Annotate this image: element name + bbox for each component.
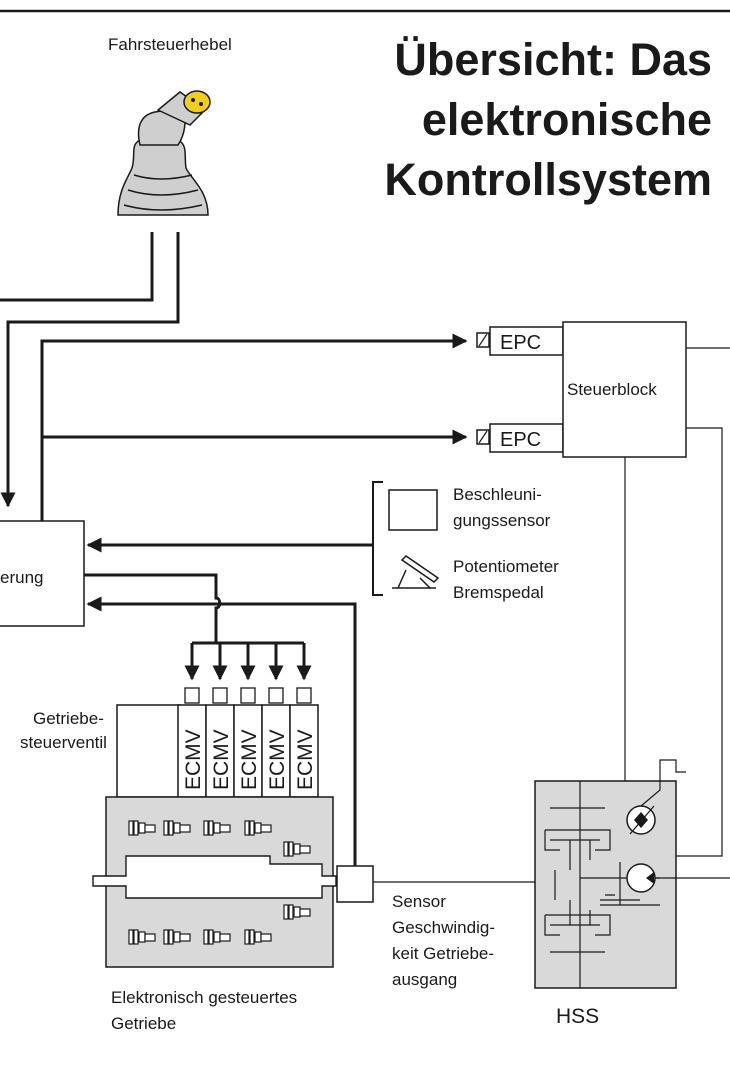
speed-sensor-label-3: keit Getriebe-: [392, 944, 494, 963]
ecmv-5: ECMV: [289, 687, 319, 798]
hss-label: HSS: [556, 1005, 599, 1028]
accel-sensor-label-2: gungssensor: [453, 511, 551, 530]
joystick-icon: [117, 90, 211, 216]
ecmv-4-label: ECMV: [266, 729, 289, 790]
joystick-cable-1: [0, 232, 154, 302]
ecmv-1: ECMV: [177, 687, 207, 798]
ecmv-4: ECMV: [261, 687, 291, 798]
speed-sensor-label-1: Sensor: [392, 892, 446, 911]
ecmv-3: ECMV: [233, 687, 263, 798]
epc-bottom-label: EPC: [500, 429, 541, 451]
brake-pedal-icon: [392, 555, 440, 589]
hydraulic-line-2: [640, 427, 723, 857]
trans-valve-body: [116, 704, 181, 798]
speed-sensor-label-4: ausgang: [392, 970, 457, 989]
joystick-label: Fahrsteuerhebel: [108, 35, 232, 54]
ecmv-1-label: ECMV: [182, 729, 205, 790]
epc-top-label: EPC: [500, 332, 541, 354]
accel-sensor-label-1: Beschleuni-: [453, 485, 542, 504]
ecmv-2: ECMV: [205, 687, 235, 798]
hss-body: [534, 780, 677, 989]
control-unit-label: erung: [0, 568, 43, 587]
line-to-epc-top: [40, 333, 468, 521]
epc-top: EPC: [476, 326, 564, 356]
speed-sensor-box: [336, 865, 374, 903]
transmission-label-2: Getriebe: [111, 1014, 176, 1033]
hss-tank-line: [640, 759, 686, 807]
clutch-packs: [128, 820, 311, 945]
trans-valve-label-1: Getriebe-: [33, 709, 104, 728]
ecmv-3-label: ECMV: [238, 729, 261, 790]
transmission-label-1: Elektronisch gesteuertes: [111, 988, 297, 1007]
ecmv-2-label: ECMV: [210, 729, 233, 790]
page-title: Übersicht: Das elektronische Kontrollsys…: [384, 34, 712, 205]
transmission-shaft: [92, 855, 337, 899]
hss-gearing: [544, 781, 660, 988]
ecmv-bus-line: [84, 573, 222, 643]
speed-signal-line: [86, 596, 357, 866]
sensor-bracket: [372, 481, 383, 596]
brake-pot-label-2: Bremspedal: [453, 583, 544, 602]
speed-sensor-label-2: Geschwindig-: [392, 918, 495, 937]
control-block-label: Steuerblock: [567, 380, 657, 399]
ecmv-5-label: ECMV: [294, 729, 317, 790]
title-line-2: elektronische: [422, 94, 712, 145]
accel-sensor-icon: [388, 489, 438, 531]
title-line-3: Kontrollsystem: [384, 154, 712, 205]
epc-bottom: EPC: [476, 423, 564, 453]
brake-pot-label-1: Potentiometer: [453, 557, 559, 576]
joystick-cable-2: [0, 232, 180, 508]
title-line-1: Übersicht: Das: [394, 34, 712, 85]
trans-valve-label-2: steuerventil: [20, 733, 107, 752]
